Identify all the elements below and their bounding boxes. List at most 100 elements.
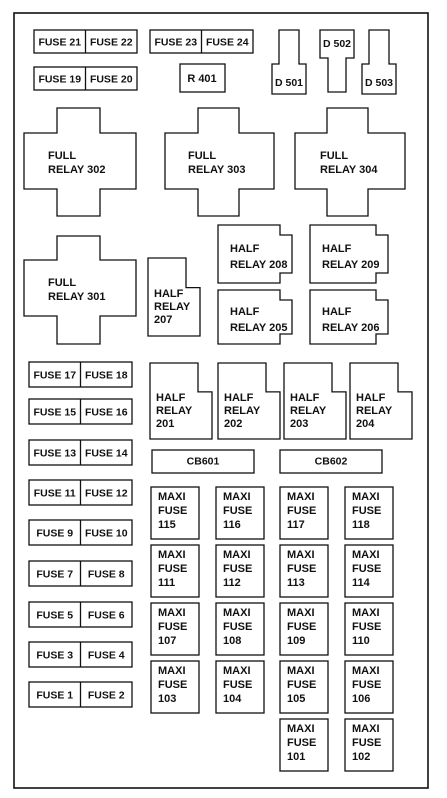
half-relay-203-outline [283, 362, 347, 440]
maxi-fuse-label: MAXI [287, 491, 315, 503]
maxi-fuse-label: 105 [287, 693, 305, 705]
maxi-fuse-107-outline [150, 602, 200, 656]
maxi-fuse-111: MAXI FUSE 111 [150, 544, 200, 598]
circuit-breaker-cb602-outline [279, 449, 383, 474]
maxi-fuse-label: FUSE [223, 621, 252, 633]
fuse-label: FUSE 6 [88, 610, 125, 622]
maxi-fuse-102-outline [344, 718, 394, 772]
fuse-label: FUSE 7 [36, 569, 73, 581]
maxi-fuse-label: MAXI [158, 549, 186, 561]
relay-label: FULL [188, 150, 216, 162]
relay-label: RELAY 304 [320, 164, 378, 176]
maxi-fuse-label: MAXI [287, 665, 315, 677]
fuse-label: FUSE 20 [90, 74, 133, 86]
full-relay-304-outline [294, 107, 406, 217]
relay-label: HALF [322, 306, 352, 318]
maxi-fuse-label: MAXI [158, 607, 186, 619]
relay-label: RELAY 209 [322, 259, 379, 271]
maxi-fuse-label: MAXI [158, 491, 186, 503]
maxi-fuse-label: MAXI [287, 723, 315, 735]
relay-label: FULL [320, 150, 348, 162]
maxi-fuse-114: MAXI FUSE 114 [344, 544, 394, 598]
relay-label: HALF [356, 392, 386, 404]
fuse-label: FUSE 10 [85, 528, 128, 540]
diode-d501-outline [271, 29, 307, 95]
circuit-breaker-cb602: CB602 [279, 449, 383, 474]
fuse-label: FUSE 9 [36, 528, 73, 540]
maxi-fuse-label: MAXI [352, 549, 380, 561]
relay-label: FULL [48, 277, 76, 289]
fuse-label: FUSE 11 [34, 488, 76, 500]
relay-label: 207 [154, 314, 172, 326]
relay-label: RELAY 303 [188, 164, 245, 176]
maxi-fuse-label: FUSE [352, 621, 381, 633]
relay-label: 204 [356, 418, 375, 430]
maxi-fuse-label: 114 [352, 577, 371, 589]
maxi-fuse-label: FUSE [352, 563, 381, 575]
diode-d503: D 503 [361, 29, 397, 95]
maxi-fuse-117-outline [279, 486, 329, 540]
maxi-fuse-label: FUSE [158, 563, 187, 575]
maxi-fuse-label: 109 [287, 635, 305, 647]
fuse-pair-7-8: FUSE 7 FUSE 8 [28, 560, 133, 587]
fuse-label: FUSE 24 [206, 37, 249, 49]
relay-label: RELAY [224, 405, 261, 417]
maxi-fuse-110-outline [344, 602, 394, 656]
full-relay-303: FULL RELAY 303 [164, 107, 275, 217]
maxi-fuse-104-outline [215, 660, 265, 714]
relay-label: RELAY [290, 405, 327, 417]
half-relay-202-outline [217, 362, 281, 440]
maxi-fuse-label: 111 [158, 577, 175, 589]
maxi-fuse-113-outline [279, 544, 329, 598]
maxi-fuse-label: FUSE [287, 679, 316, 691]
maxi-fuse-label: 117 [287, 519, 305, 531]
diode-d502: D 502 [319, 29, 355, 93]
maxi-fuse-label: FUSE [352, 679, 381, 691]
fuse-label: FUSE 8 [88, 569, 125, 581]
maxi-fuse-105-outline [279, 660, 329, 714]
half-relay-209-outline [309, 224, 389, 284]
full-relay-304: FULL RELAY 304 [294, 107, 406, 217]
circuit-breaker-cb601: CB601 [151, 449, 255, 474]
maxi-fuse-label: 102 [352, 751, 370, 763]
relay-label: RELAY 205 [230, 322, 287, 334]
relay-label: 202 [224, 418, 242, 430]
relay-label: RELAY [356, 405, 393, 417]
maxi-fuse-label: 104 [223, 693, 242, 705]
diode-d503-outline [361, 29, 397, 95]
maxi-fuse-label: MAXI [352, 607, 380, 619]
maxi-fuse-label: FUSE [287, 737, 316, 749]
maxi-fuse-114-outline [344, 544, 394, 598]
fuse-label: FUSE 14 [85, 448, 128, 460]
maxi-fuse-label: FUSE [223, 563, 252, 575]
fuse-label: FUSE 16 [85, 407, 128, 419]
maxi-fuse-label: MAXI [223, 491, 251, 503]
maxi-fuse-label: 101 [287, 751, 305, 763]
maxi-fuse-label: 107 [158, 635, 176, 647]
fuse-label: FUSE 19 [38, 74, 81, 86]
full-relay-302-outline [23, 107, 137, 217]
relay-label: 201 [156, 418, 174, 430]
fuse-label: FUSE 1 [36, 690, 73, 702]
maxi-fuse-label: FUSE [223, 505, 252, 517]
relay-label: RELAY [156, 405, 193, 417]
maxi-fuse-label: 115 [158, 519, 176, 531]
